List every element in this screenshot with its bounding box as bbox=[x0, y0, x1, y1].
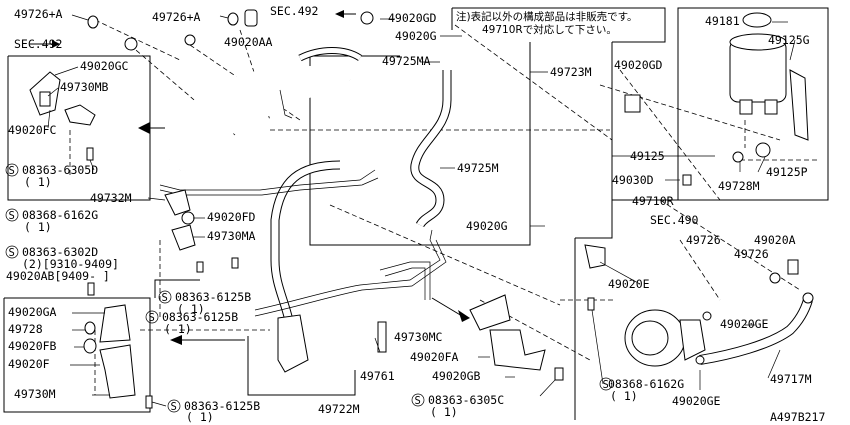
label-08368-6162G-right: 08368-6162G bbox=[608, 377, 684, 391]
label-qty-1-a: ( 1) bbox=[24, 175, 52, 189]
hoses bbox=[159, 47, 813, 365]
svg-text:S: S bbox=[415, 395, 421, 407]
note-block: 注)表記以外の構成部品は非販売です。 49710Rで対応して下さい。 bbox=[456, 10, 638, 36]
label-sec490: SEC.490 bbox=[650, 213, 699, 227]
label-49730MB: 49730MB bbox=[60, 80, 109, 94]
label-49020FA: 49020FA bbox=[410, 350, 459, 364]
label-49020GA: 49020GA bbox=[8, 305, 57, 319]
label-49728M: 49728M bbox=[718, 179, 760, 193]
svg-text:S: S bbox=[9, 165, 15, 177]
label-49020AA: 49020AA bbox=[224, 35, 273, 49]
label-49020GE-a: 49020GE bbox=[720, 317, 769, 331]
label-08363-6305D: 08363-6305D bbox=[22, 163, 98, 177]
label-49725M: 49725M bbox=[457, 161, 499, 175]
note-line-1: 注)表記以外の構成部品は非販売です。 bbox=[456, 10, 638, 23]
parts bbox=[29, 9, 814, 409]
label-qty-1-b: ( 1) bbox=[24, 220, 52, 234]
label-49020GE-b: 49020GE bbox=[672, 394, 721, 408]
diagram-code: A497B217 bbox=[770, 410, 825, 424]
svg-text:S: S bbox=[9, 247, 15, 259]
label-49761: 49761 bbox=[360, 369, 395, 383]
label-49726-b: 49726 bbox=[734, 247, 769, 261]
label-08363-6125B-b: 08363-6125B bbox=[162, 310, 238, 324]
label-49730M: 49730M bbox=[14, 387, 56, 401]
label-08363-6305C: 08363-6305C bbox=[428, 393, 504, 407]
label-49710R: 49710R bbox=[632, 194, 674, 208]
label-49020GC: 49020GC bbox=[80, 59, 129, 73]
label-qty-1-f: ( 1) bbox=[430, 405, 458, 419]
label-49717M: 49717M bbox=[770, 372, 812, 386]
label-49722M: 49722M bbox=[318, 402, 360, 416]
label-qty-1-e: ( 1) bbox=[186, 410, 214, 424]
label-49181: 49181 bbox=[705, 14, 740, 28]
label-49020GD-top: 49020GD bbox=[388, 11, 437, 25]
label-08363-6125B-a: 08363-6125B bbox=[175, 290, 251, 304]
label-49020FC: 49020FC bbox=[8, 123, 57, 137]
label-49020GD-right: 49020GD bbox=[614, 58, 663, 72]
note-line-2: 49710Rで対応して下さい。 bbox=[482, 23, 617, 36]
label-08368-6162G-left: 08368-6162G bbox=[22, 208, 98, 222]
frame-lines bbox=[3, 7, 829, 420]
svg-text:S: S bbox=[162, 292, 168, 304]
label-49730MA: 49730MA bbox=[207, 229, 256, 243]
label-49020AB: 49020AB[9409- ] bbox=[6, 269, 110, 283]
label-08363-6125B-c: 08363-6125B bbox=[184, 399, 260, 413]
label-49125P: 49125P bbox=[766, 165, 808, 179]
label-49732M: 49732M bbox=[90, 191, 132, 205]
label-08363-6302D: 08363-6302D bbox=[22, 245, 98, 259]
label-qty-1-c: ( 1) bbox=[177, 302, 205, 316]
label-49020FB: 49020FB bbox=[8, 339, 57, 353]
label-49020A: 49020A bbox=[754, 233, 796, 247]
screw-symbols: S S S S S S S S bbox=[5, 163, 613, 413]
label-49725MA: 49725MA bbox=[382, 54, 431, 68]
label-qty-1-d: ( 1) bbox=[164, 322, 192, 336]
part-labels: 49726+A 49726+A SEC.492 49020GD SEC.492 … bbox=[6, 4, 812, 424]
svg-text:S: S bbox=[149, 312, 155, 324]
svg-text:S: S bbox=[171, 401, 177, 413]
label-49020G-mid: 49020G bbox=[466, 219, 508, 233]
label-49125: 49125 bbox=[630, 149, 665, 163]
label-sec492-top: SEC.492 bbox=[270, 4, 318, 18]
svg-text:S: S bbox=[9, 210, 15, 222]
label-49125G: 49125G bbox=[768, 33, 810, 47]
label-49020G-top: 49020G bbox=[395, 29, 437, 43]
label-sec492-left: SEC.492 bbox=[14, 37, 62, 51]
label-49730MC: 49730MC bbox=[394, 330, 443, 344]
leader-lines bbox=[47, 14, 796, 407]
svg-text:S: S bbox=[603, 379, 609, 391]
label-49020F: 49020F bbox=[8, 357, 50, 371]
label-49020GB: 49020GB bbox=[432, 369, 481, 383]
label-49020FD: 49020FD bbox=[207, 210, 256, 224]
label-9310-9409: (2)[9310-9409] bbox=[22, 257, 119, 271]
label-49728: 49728 bbox=[8, 322, 43, 336]
label-49020E: 49020E bbox=[608, 277, 650, 291]
label-49723M: 49723M bbox=[550, 65, 592, 79]
label-49030D: 49030D bbox=[612, 173, 654, 187]
label-49726-a: 49726 bbox=[686, 233, 721, 247]
label-qty-1-g: ( 1) bbox=[610, 389, 638, 403]
label-49726A-mid: 49726+A bbox=[152, 10, 201, 24]
label-49726A-left: 49726+A bbox=[14, 7, 63, 21]
